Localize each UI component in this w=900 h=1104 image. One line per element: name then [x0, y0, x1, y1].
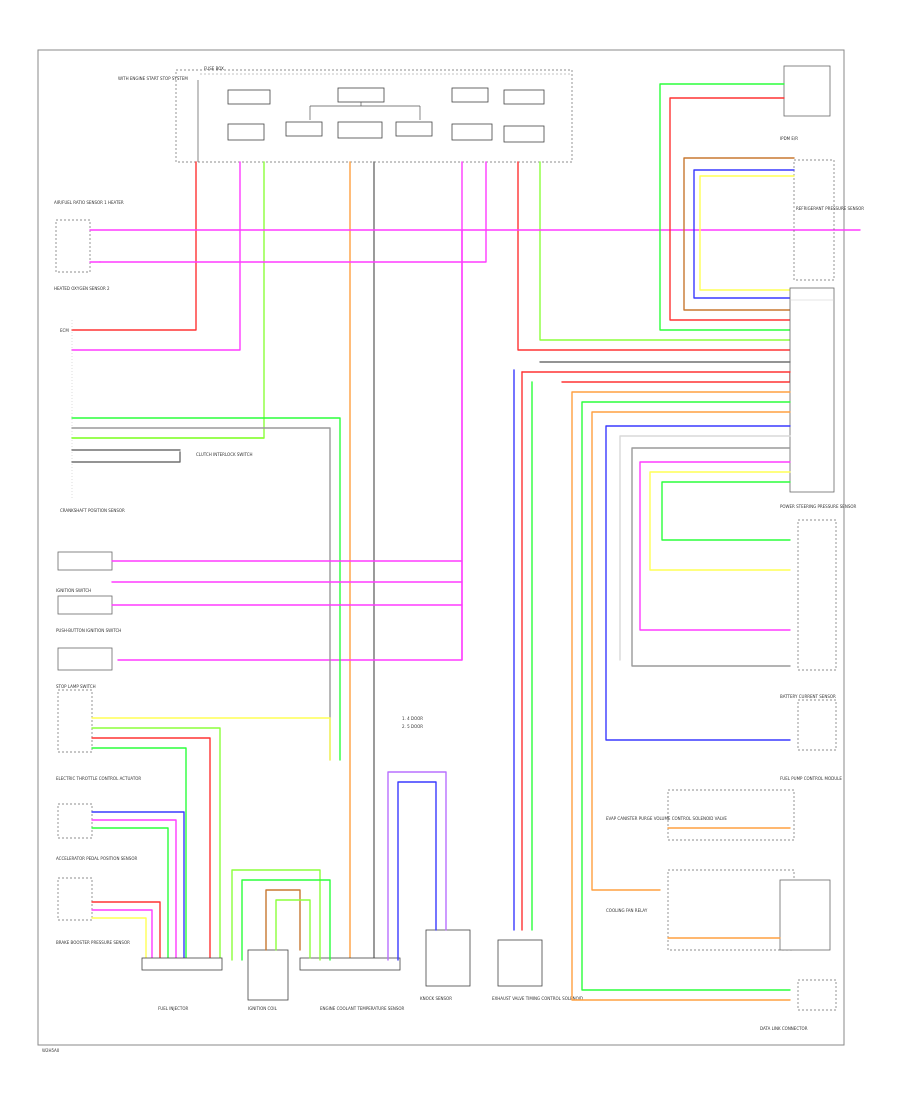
right-component-cooling-fan: COOLING FAN RELAY — [606, 869, 831, 951]
left-component-stop-lamp: STOP LAMP SWITCH — [56, 684, 96, 753]
right-component-accel-pedal: POWER STEERING PRESSURE SENSOR — [780, 504, 857, 671]
top-fuse-block-label: FUSE BOX — [204, 66, 224, 71]
air-fuel-sensor-label: AIR/FUEL RATIO SENSOR 1 HEATER — [54, 200, 124, 205]
accel-sensor-label: ACCELERATOR PEDAL POSITION SENSOR — [56, 856, 137, 861]
battery-sensor-label: BATTERY CURRENT SENSOR — [780, 694, 836, 699]
right-component-refrigerant: REFRIGERANT PRESSURE SENSOR — [793, 159, 864, 281]
cooling-fan-label: COOLING FAN RELAY — [606, 908, 648, 913]
power-steering-label: POWER STEERING PRESSURE SENSOR — [780, 504, 857, 509]
ipdm-label: IPDM E/R — [780, 136, 798, 141]
heated-oxygen-label: HEATED OXYGEN SENSOR 2 — [54, 286, 110, 291]
ecm-left-pins: ECM — [60, 320, 73, 498]
brake-booster-label: BRAKE BOOSTER PRESSURE SENSOR — [56, 940, 130, 945]
fuel-pump-label: FUEL PUMP CONTROL MODULE — [780, 776, 842, 781]
bottom-connectors: FUEL INJECTOR IGNITION COIL ENGINE COOLA… — [141, 929, 583, 1011]
legend-1: 1. 4 DOOR — [402, 716, 423, 721]
stop-lamp-label: STOP LAMP SWITCH — [56, 684, 96, 689]
refrigerant-label: REFRIGERANT PRESSURE SENSOR — [796, 206, 864, 211]
evap-label: EVAP CANISTER PURGE VOLUME CONTROL SOLEN… — [606, 816, 727, 821]
left-component-throttle: ELECTRIC THROTTLE CONTROL ACTUATOR — [56, 776, 141, 839]
footer-code: W2H5A0 — [42, 1048, 60, 1053]
can-label: DATA LINK CONNECTOR — [760, 1026, 808, 1031]
throttle-label: ELECTRIC THROTTLE CONTROL ACTUATOR — [56, 776, 141, 781]
top-fuse-block: FUSE BOX WITH ENGINE START STOP SYSTEM — [118, 66, 573, 163]
diagram-frame — [37, 49, 845, 1046]
left-component-air-fuel: AIR/FUEL RATIO SENSOR 1 HEATER HEATED OX… — [54, 200, 124, 291]
crank-bottom-label: FUEL INJECTOR — [158, 1006, 189, 1011]
push-button-label: PUSH-BUTTON IGNITION SWITCH — [56, 628, 121, 633]
crank-sensor-label: CRANKSHAFT POSITION SENSOR — [60, 508, 125, 513]
ecm-label: ECM — [60, 328, 69, 333]
left-component-accel: ACCELERATOR PEDAL POSITION SENSOR BRAKE … — [56, 856, 137, 945]
ignition-coil-label: IGNITION COIL — [248, 1006, 278, 1011]
top-left-label: WITH ENGINE START STOP SYSTEM — [118, 76, 188, 81]
legend-2: 2. 5 DOOR — [402, 724, 423, 729]
ignition-switch-label: IGNITION SWITCH — [56, 588, 91, 593]
right-component-battery: BATTERY CURRENT SENSOR — [780, 694, 837, 751]
knock-sensor-label: KNOCK SENSOR — [420, 996, 452, 1001]
right-component-fuel-pump: FUEL PUMP CONTROL MODULE EVAP CANISTER P… — [606, 776, 842, 841]
right-component-ipdm: IPDM E/R — [780, 65, 831, 141]
left-component-ignition: CRANKSHAFT POSITION SENSOR IGNITION SWIT… — [56, 508, 125, 671]
engine-coolant-label: ENGINE COOLANT TEMPERATURE SENSOR — [320, 1006, 405, 1011]
right-component-can: DATA LINK CONNECTOR — [760, 979, 837, 1031]
egr-label: EXHAUST VALVE TIMING CONTROL SOLENOID — [492, 996, 583, 1001]
ecm-right-connector — [789, 287, 835, 493]
clutch-switch-label: CLUTCH INTERLOCK SWITCH — [196, 452, 253, 457]
